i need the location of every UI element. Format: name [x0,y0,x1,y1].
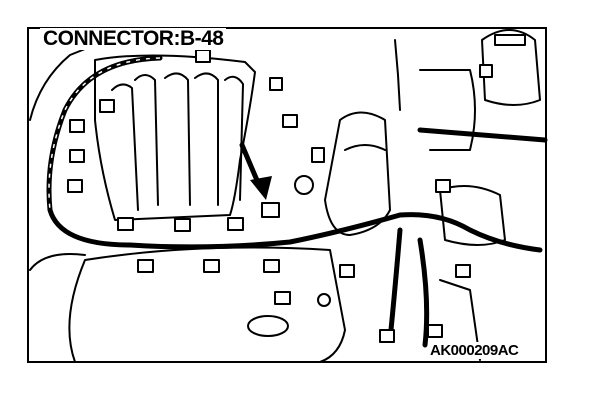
sensor-grommet [294,175,314,195]
oil-filler-cap [247,315,289,337]
right-connector-6 [427,324,443,338]
reservoir-tank [481,29,541,106]
right-wiring-harness [417,127,548,143]
injector-connector-3 [227,217,244,231]
reservoir-cap [494,34,526,46]
right-bracket [439,185,506,246]
intake-runner-2 [164,72,191,206]
pointer-arrow [239,142,272,200]
top-right-connector [479,64,493,78]
right-connector-2 [455,264,471,278]
harness-connector-left-1 [69,119,85,133]
right-connector-3 [339,264,355,278]
connector-b-48 [261,202,280,218]
intake-runner-5 [111,83,139,211]
engine-left-edge [29,44,96,121]
harness-connector-left-3 [67,179,83,193]
air-intake-hose-rib [344,144,386,151]
intake-runner-1 [134,74,159,206]
right-connector-1 [435,179,451,193]
air-intake-hose [324,111,391,236]
lower-right-pipe [439,279,481,361]
right-component-housing [419,69,476,151]
intake-runner-3 [194,72,219,206]
intake-runner-4 [224,75,244,201]
harness-connector-left-4 [99,99,115,113]
connector-title: CONNECTOR:B-48 [40,28,227,50]
lower-connector-1 [137,259,154,273]
spark-plug-lead [394,39,401,111]
ground-terminal [317,293,331,307]
frame-border [27,27,547,363]
top-connector [195,49,211,63]
injector-connector-2 [174,218,191,232]
lower-wiring-branch-2 [417,237,430,348]
valve-cover-outline [68,246,346,363]
figure-code: AK000209AC [428,342,521,359]
right-connector-4 [274,291,291,305]
lower-connector-3 [263,259,280,273]
right-connector-5 [379,329,395,343]
sensor-connector-1 [269,77,283,91]
harness-connector-left-2 [69,149,85,163]
lower-connector-2 [203,259,220,273]
sensor-connector-2 [282,114,298,128]
injector-connector-1 [117,217,134,231]
engine-left-lower [29,253,86,271]
sensor-connector-3 [311,147,325,163]
